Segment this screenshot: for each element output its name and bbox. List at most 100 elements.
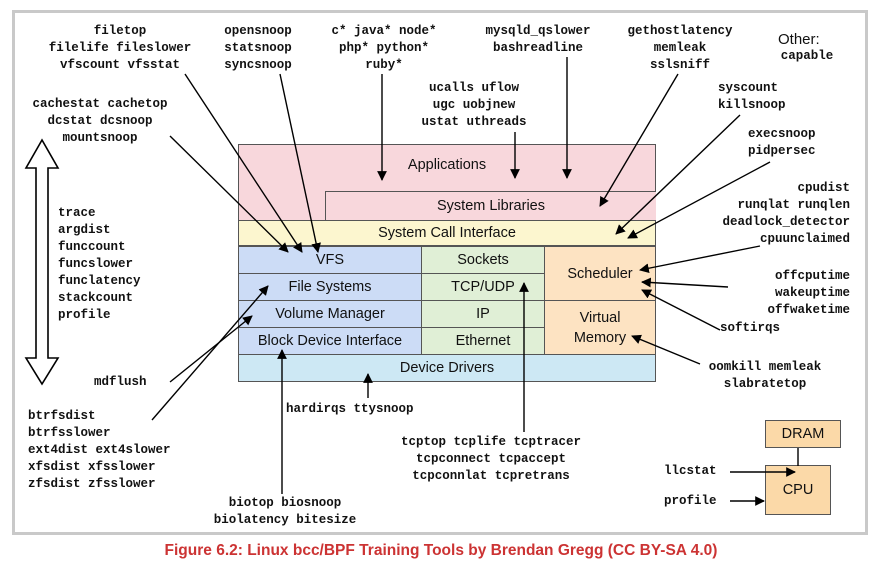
tools-capable: capable	[772, 48, 842, 65]
arrow-filetop-vfs	[184, 73, 303, 253]
tool-line: btrfsslower	[28, 426, 111, 440]
tool-line: vfscount vfsstat	[59, 58, 181, 72]
dram-box: DRAM	[765, 420, 841, 448]
tool-line: mountsnoop	[62, 131, 138, 145]
tools-softirqs: softirqs	[720, 320, 800, 337]
tool-line: gethostlatency	[627, 24, 733, 38]
tool-line: syscount	[718, 81, 779, 95]
arrow-syscount-syscall	[615, 114, 741, 235]
virtual-memory-layer: Virtual Memory	[544, 300, 656, 355]
tool-line: softirqs	[720, 321, 781, 335]
tool-line: hardirqs ttysnoop	[286, 402, 414, 416]
tool-line: cpudist	[797, 181, 850, 195]
figure-caption: Figure 6.2: Linux bcc/BPF Training Tools…	[164, 542, 718, 559]
tools-profile-cpu: profile	[664, 493, 734, 510]
tool-line: profile	[58, 308, 111, 322]
arrow-cachestat-vfs	[169, 135, 289, 253]
tool-line: funcslower	[58, 257, 134, 271]
tools-btrfs: btrfsdist btrfsslower ext4dist ext4slower x…	[28, 408, 208, 493]
tool-line: stackcount	[58, 291, 134, 305]
applications-label: Applications	[407, 157, 487, 173]
tool-line: killsnoop	[718, 98, 786, 112]
vfs-layer: VFS	[238, 246, 422, 274]
scope-double-arrow	[24, 138, 60, 386]
tool-line: argdist	[58, 223, 111, 237]
tool-line: funccount	[58, 240, 126, 254]
tool-line: tcpconnect tcpaccept	[415, 452, 567, 466]
block-device-interface-layer: Block Device Interface	[238, 327, 422, 355]
file-systems-label: File Systems	[288, 279, 372, 295]
tool-line: offwaketime	[767, 303, 850, 317]
tool-line: bashreadline	[492, 41, 583, 55]
arrow-offcpu-scheduler	[641, 277, 729, 288]
sockets-label: Sockets	[457, 252, 509, 268]
arrow-oomkill-vm	[631, 334, 701, 365]
tool-line: oomkill memleak	[708, 360, 822, 374]
file-systems-layer: File Systems	[238, 273, 422, 301]
tool-line: execsnoop	[748, 127, 816, 141]
tool-line: ruby*	[365, 58, 403, 72]
dram-label: DRAM	[781, 426, 825, 442]
tools-gethostlatency: gethostlatency memleak sslsniff	[618, 23, 742, 74]
block-device-interface-label: Block Device Interface	[257, 333, 403, 349]
tools-opensnoop: opensnoop statsnoop syncsnoop	[220, 23, 296, 74]
tool-line: filelife fileslower	[48, 41, 192, 55]
tool-line: xfsdist xfsslower	[28, 460, 156, 474]
tool-line: dcstat dcsnoop	[47, 114, 153, 128]
system-call-interface-label: System Call Interface	[378, 225, 516, 241]
tool-line: runqlat runqlen	[737, 198, 850, 212]
other-label: Other:	[778, 31, 820, 48]
device-drivers-label: Device Drivers	[399, 360, 495, 376]
arrow-cpudist-scheduler	[639, 245, 761, 274]
tools-execsnoop: execsnoop pidpersec	[748, 126, 838, 160]
ip-label: IP	[476, 306, 490, 322]
arrow-btrfs-fs	[151, 285, 269, 421]
tools-oomkill: oomkill memleak slabratetop	[690, 359, 840, 393]
tool-line: memleak	[653, 41, 707, 55]
tools-hardirqs: hardirqs ttysnoop	[286, 401, 446, 418]
tool-line: slabratetop	[723, 377, 807, 391]
tool-line: ext4dist ext4slower	[28, 443, 171, 457]
cpu-label: CPU	[782, 482, 814, 498]
cpu-box: CPU	[765, 465, 831, 515]
tool-line: biotop biosnoop	[228, 496, 342, 510]
tool-line: syncsnoop	[224, 58, 292, 72]
tools-llcstat: llcstat	[664, 463, 734, 480]
tool-line: sslsniff	[649, 58, 710, 72]
tools-biotop: biotop biosnoop biolatency bitesize	[190, 495, 380, 529]
ethernet-label: Ethernet	[455, 333, 511, 349]
arrow-opensnoop-vfs	[279, 73, 321, 253]
scheduler-layer: Scheduler	[544, 246, 656, 301]
tools-mdflush: mdflush	[94, 374, 174, 391]
tools-cachestat: cachestat cachetop dcstat dcsnoop mountsno…	[30, 96, 170, 147]
tool-line: biolatency bitesize	[213, 513, 357, 527]
virtual-memory-label: Virtual Memory	[573, 309, 627, 346]
tool-line: deadlock_detector	[722, 215, 850, 229]
arrow-execsnoop-syscall	[627, 161, 771, 239]
arrow-mdflush-volume	[169, 315, 253, 383]
tool-line: ucalls uflow	[428, 81, 519, 95]
vfs-label: VFS	[315, 252, 345, 268]
tool-line: ugc uobjnew	[432, 98, 516, 112]
tool-line: cachestat cachetop	[32, 97, 168, 111]
tool-line: pidpersec	[748, 144, 816, 158]
tool-line: trace	[58, 206, 96, 220]
tool-line: llcstat	[664, 464, 717, 478]
system-libraries-label: System Libraries	[437, 198, 545, 214]
tool-line: statsnoop	[224, 41, 292, 55]
tool-line: btrfsdist	[28, 409, 96, 423]
tool-line: offcputime	[774, 269, 850, 283]
tool-line: profile	[664, 494, 717, 508]
tool-line: capable	[780, 49, 834, 63]
tools-syscount: syscount killsnoop	[718, 80, 798, 114]
tool-line: cpuunclaimed	[759, 232, 850, 246]
tool-line: opensnoop	[224, 24, 292, 38]
scheduler-label: Scheduler	[567, 265, 633, 282]
